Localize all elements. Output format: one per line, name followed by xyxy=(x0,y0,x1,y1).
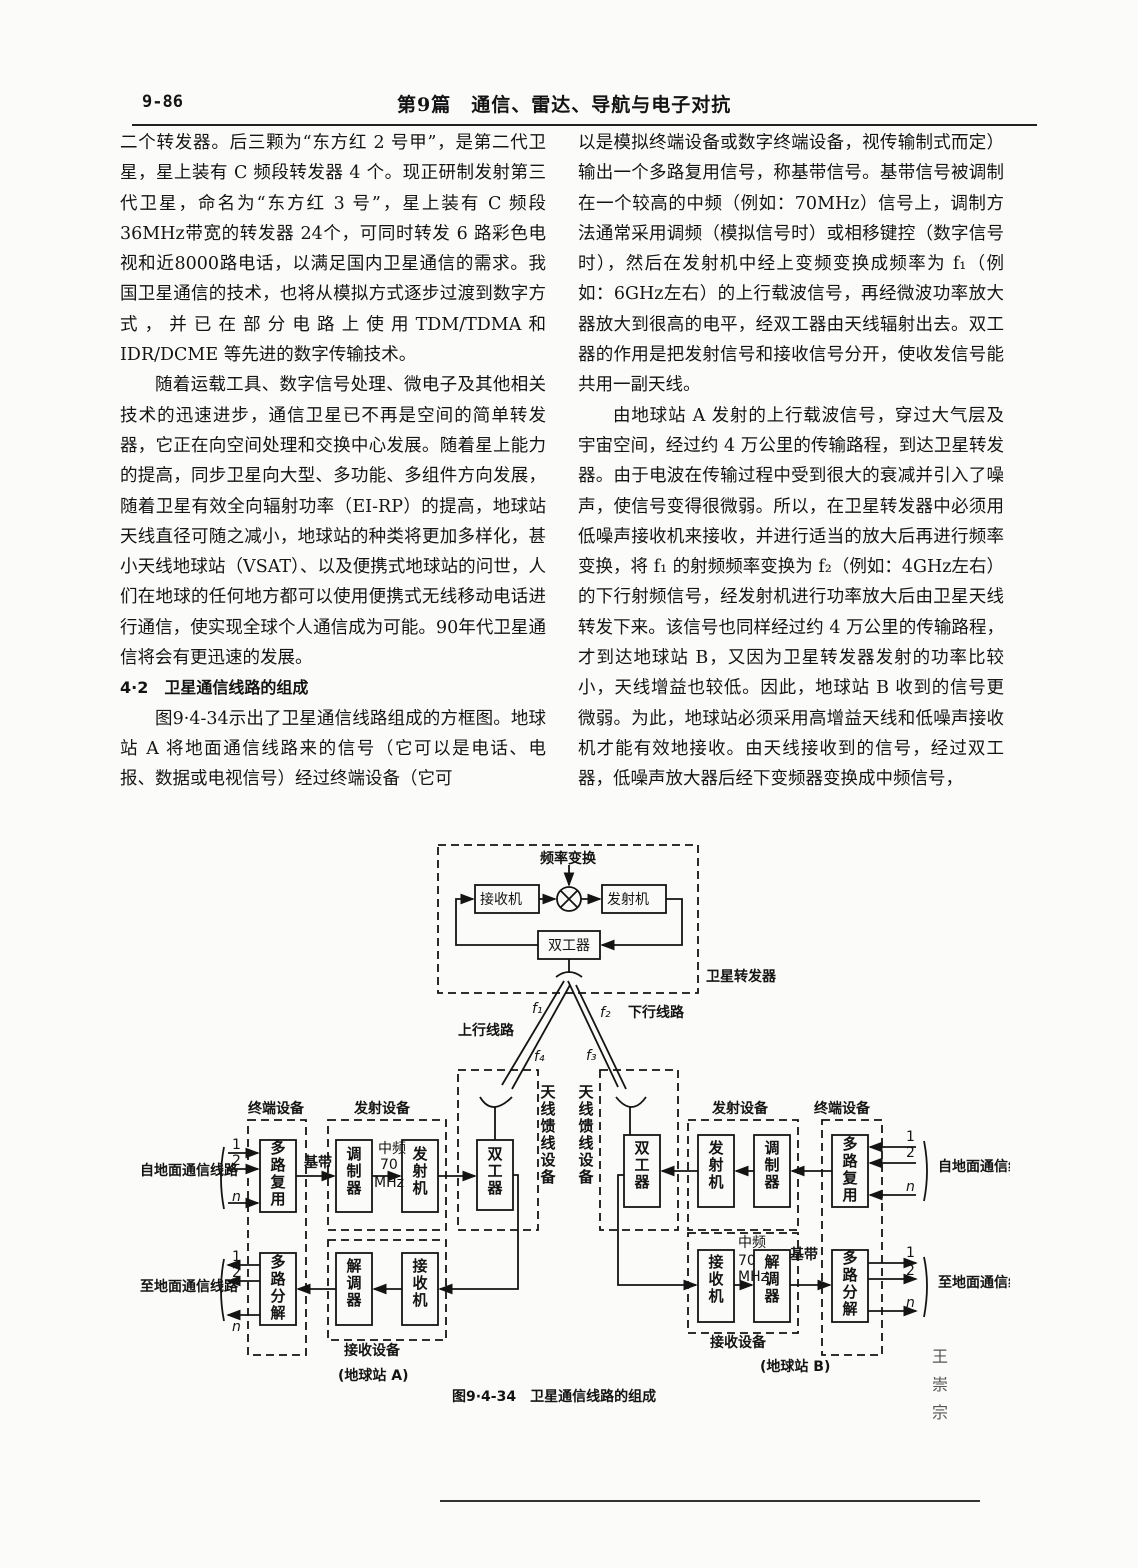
station-b-receive-label: 接收设备 xyxy=(710,1334,767,1351)
station-b-demodulator-label: 解调器 xyxy=(763,1253,780,1305)
satellite-link-block-diagram: 频率变换 接收机 发射机 双工器 卫星转发器 上行线路 下行线路 f₁ f₂ f… xyxy=(140,844,1010,1405)
station-a-label: (地球站 A) xyxy=(338,1367,409,1384)
station-a-receive-group xyxy=(327,1239,447,1341)
line-1-label: 1 xyxy=(232,1137,241,1153)
station-b-terminal-label: 终端设备 xyxy=(814,1100,871,1117)
station-b-duplexer-box xyxy=(623,1134,661,1208)
station-b-to-line-label: 至地面通信线路 xyxy=(938,1274,1010,1291)
line-n-label: n xyxy=(232,1189,241,1205)
station-b-if-freq: 70 xyxy=(738,1253,756,1269)
station-b-baseband-label: 基带 xyxy=(790,1246,818,1263)
line-2-label: 2 xyxy=(906,1145,915,1161)
station-b-terminal-group xyxy=(821,1119,883,1356)
station-a-antenna xyxy=(479,1096,513,1108)
station-b-modulator-label: 调制器 xyxy=(763,1139,780,1191)
line-2-label: 2 xyxy=(232,1265,241,1281)
line-1-label: 1 xyxy=(232,1249,241,1265)
station-a-receiver-label: 接收机 xyxy=(412,1257,427,1309)
station-a-if-freq: 70 xyxy=(380,1157,398,1173)
station-a-to-line-label: 至地面通信线路 xyxy=(140,1278,239,1295)
paragraph: 以是模拟终端设备或数字终端设备，视传输制式而定）输出一个多路复用信号，称基带信号… xyxy=(578,133,1004,396)
margin-mark: 宗 xyxy=(931,1403,948,1422)
station-b-demux-label: 多路分解 xyxy=(842,1249,858,1318)
line-2-label: 2 xyxy=(906,1263,915,1279)
paragraph: 由地球站 A 发射的上行载波信号，穿过大气层及宇宙空间，经过约 4 万公里的传输… xyxy=(578,405,1004,790)
freq-conversion-label: 频率变换 xyxy=(540,850,597,867)
station-a-modulator-label: 调制器 xyxy=(345,1145,362,1197)
f2-label: f₂ xyxy=(600,1005,611,1021)
figure-caption: 图9·4-34 卫星通信线路的组成 xyxy=(452,1388,656,1405)
station-b-feeder-label: 天线馈线设备 xyxy=(577,1083,594,1186)
left-column: 二个转发器。后三颗为“东方红 2 号甲”，是第二代卫星，星上装有 C 频段转发器… xyxy=(120,128,546,795)
line-1-label: 1 xyxy=(906,1129,915,1145)
station-a-mux-label: 多路复用 xyxy=(269,1139,286,1208)
station-b-receiver-label: 接收机 xyxy=(708,1253,723,1305)
block-diagram-figure: 频率变换 接收机 发射机 双工器 卫星转发器 上行线路 下行线路 f₁ f₂ f… xyxy=(140,835,1010,1435)
station-a-terminal-label: 终端设备 xyxy=(248,1100,305,1117)
station-b-transmit-group xyxy=(687,1119,799,1231)
f3-label: f₃ xyxy=(586,1048,597,1064)
station-a-from-line-label: 自地面通信线路 xyxy=(140,1162,239,1179)
satellite-antenna xyxy=(555,971,583,978)
station-b-demodulator-box xyxy=(753,1249,791,1323)
station-a-demodulator-label: 解调器 xyxy=(345,1257,362,1309)
line-n-label: n xyxy=(906,1295,915,1311)
margin-mark: 王 xyxy=(931,1347,948,1366)
station-b-transmitter-label: 发射机 xyxy=(707,1139,724,1191)
station-b-mux-label: 多路复用 xyxy=(841,1135,858,1204)
station-a-transmit-label: 发射设备 xyxy=(353,1100,411,1117)
paragraph: 图9·4-34示出了卫星通信线路组成的方框图。地球站 A 将地面通信线路来的信号… xyxy=(120,708,546,790)
margin-mark: 崇 xyxy=(931,1375,948,1394)
right-column: 以是模拟终端设备或数字终端设备，视传输制式而定）输出一个多路复用信号，称基带信号… xyxy=(578,128,1004,795)
station-b-demux-box xyxy=(831,1249,869,1323)
header-rule xyxy=(132,124,1037,126)
line-2-label: 2 xyxy=(232,1153,241,1169)
line-n-label: n xyxy=(906,1179,915,1195)
station-b-from-line-label: 自地面通信线路 xyxy=(938,1158,1010,1175)
transponder-dashed-box xyxy=(437,844,699,994)
station-a-baseband-label: 基带 xyxy=(304,1154,332,1171)
bottom-rule xyxy=(440,1500,980,1502)
station-b-antenna xyxy=(615,1096,647,1108)
station-b-label: (地球站 B) xyxy=(760,1358,830,1375)
f4-label: f₄ xyxy=(534,1049,545,1065)
station-a-if-label: 中频 xyxy=(378,1141,406,1157)
station-a-duplexer-label: 双工器 xyxy=(486,1145,503,1197)
subsection-heading: 4·2 卫星通信线路的组成 xyxy=(120,678,309,698)
station-b-duplexer-label: 双工器 xyxy=(633,1139,650,1191)
uplink-label: 上行线路 xyxy=(458,1022,515,1039)
page-number: 9-86 xyxy=(142,92,183,112)
station-a-feeder-label: 天线馈线设备 xyxy=(539,1083,556,1186)
paragraph: 随着运载工具、数字信号处理、微电子及其他相关技术的迅速进步，通信卫星已不再是空间… xyxy=(120,375,546,669)
sat-receiver-label: 接收机 xyxy=(480,891,522,908)
sat-transmitter-label: 发射机 xyxy=(607,892,649,908)
station-a-transmitter-label: 发射机 xyxy=(411,1145,428,1197)
station-a-terminal-group xyxy=(247,1119,307,1356)
station-a-mhz: MHz xyxy=(374,1175,404,1191)
section-title: 第9篇 通信、雷达、导航与电子对抗 xyxy=(397,94,732,116)
downlink-label: 下行线路 xyxy=(628,1004,685,1021)
station-b-receiver-box xyxy=(697,1249,735,1323)
station-a-feeder-box xyxy=(457,1069,539,1231)
line-1-label: 1 xyxy=(906,1245,915,1261)
f1-label: f₁ xyxy=(532,1001,543,1017)
paragraph: 二个转发器。后三颗为“东方红 2 号甲”，是第二代卫星，星上装有 C 频段转发器… xyxy=(120,133,546,366)
margin-marks: 王 崇 宗 xyxy=(928,1343,952,1427)
station-b-mhz: MHz xyxy=(738,1269,768,1285)
station-a-demux-box xyxy=(259,1252,297,1326)
station-b-if-label: 中频 xyxy=(738,1235,766,1251)
line-n-label: n xyxy=(232,1319,241,1335)
station-b-transmit-label: 发射设备 xyxy=(711,1100,769,1117)
station-b-feeder-box xyxy=(599,1069,679,1231)
page-header: 9-86 第9篇 通信、雷达、导航与电子对抗 xyxy=(142,92,1042,122)
station-a-demux-label: 多路分解 xyxy=(270,1253,286,1322)
station-a-receive-label: 接收设备 xyxy=(344,1342,401,1359)
sat-duplexer-label: 双工器 xyxy=(548,938,590,954)
transponder-label: 卫星转发器 xyxy=(706,968,777,985)
station-a-transmit-group xyxy=(327,1119,447,1231)
